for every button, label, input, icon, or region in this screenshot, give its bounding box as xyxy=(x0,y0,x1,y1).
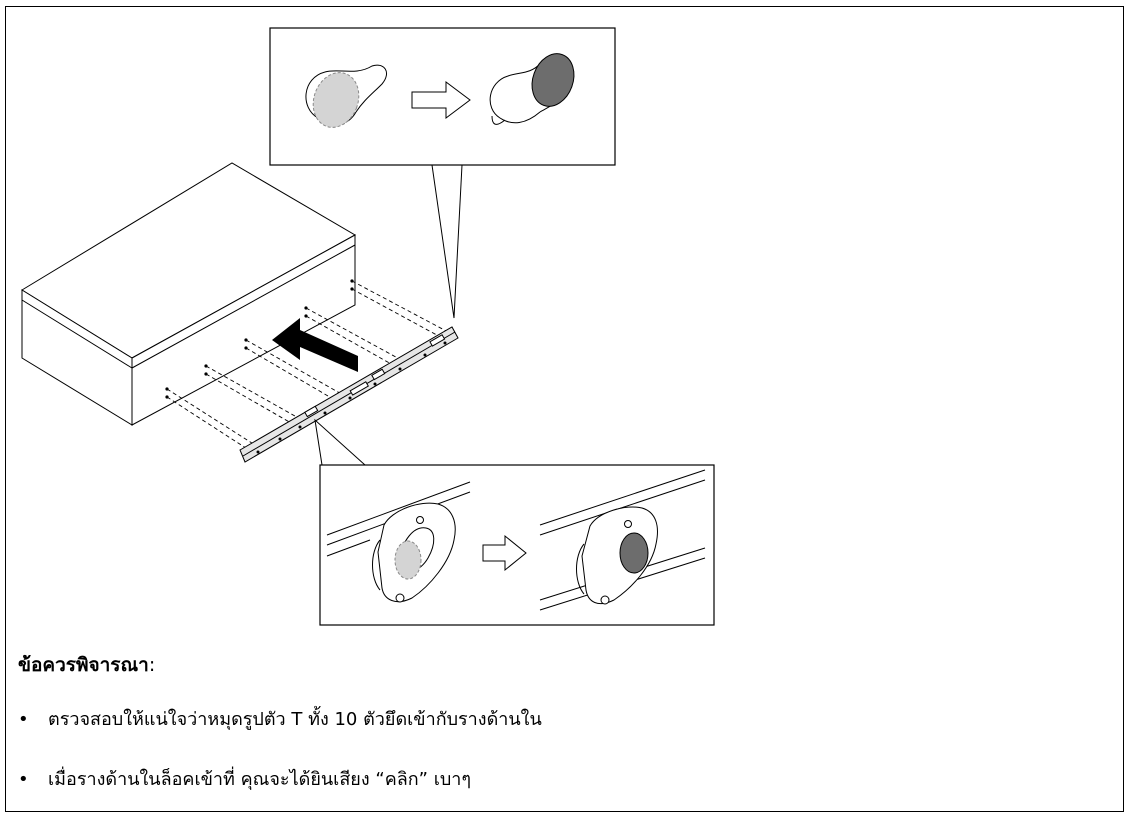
considerations-heading-text: ข้อควรพิจารณา xyxy=(18,654,149,676)
top-callout xyxy=(269,27,616,319)
keyhole-plate-before-icon xyxy=(372,502,456,603)
list-item: • ตรวจสอบให้แน่ใจว่าหมุดรูปตัว T ทั้ง 10… xyxy=(18,707,542,767)
alignment-lines xyxy=(166,280,451,453)
bullet-icon: • xyxy=(18,709,29,730)
considerations-list: • ตรวจสอบให้แน่ใจว่าหมุดรูปตัว T ทั้ง 10… xyxy=(18,707,542,827)
keyhole-plate-after-icon xyxy=(576,506,658,605)
keyhole-after-icon xyxy=(489,53,575,125)
rail-installation-illustration xyxy=(21,27,715,626)
bottom-callout xyxy=(314,418,715,626)
bullet-icon: • xyxy=(18,769,29,790)
keyhole-before-icon xyxy=(305,64,387,128)
list-item-text: เมื่อรางด้านในล็อคเข้าที่ คุณจะได้ยินเสี… xyxy=(48,769,472,790)
server-chassis xyxy=(21,162,357,426)
direction-arrow xyxy=(272,318,358,372)
document-frame xyxy=(5,6,1124,812)
considerations-heading: ข้อควรพิจารณา: xyxy=(18,650,155,680)
list-item: • เมื่อรางด้านในล็อคเข้าที่ คุณจะได้ยินเ… xyxy=(18,767,542,827)
considerations-heading-colon: : xyxy=(148,654,156,676)
list-item-text: ตรวจสอบให้แน่ใจว่าหมุดรูปตัว T ทั้ง 10 ต… xyxy=(48,709,542,730)
inner-rail xyxy=(239,326,459,463)
arrow-right-icon xyxy=(411,81,471,119)
arrow-right-icon xyxy=(482,534,527,572)
